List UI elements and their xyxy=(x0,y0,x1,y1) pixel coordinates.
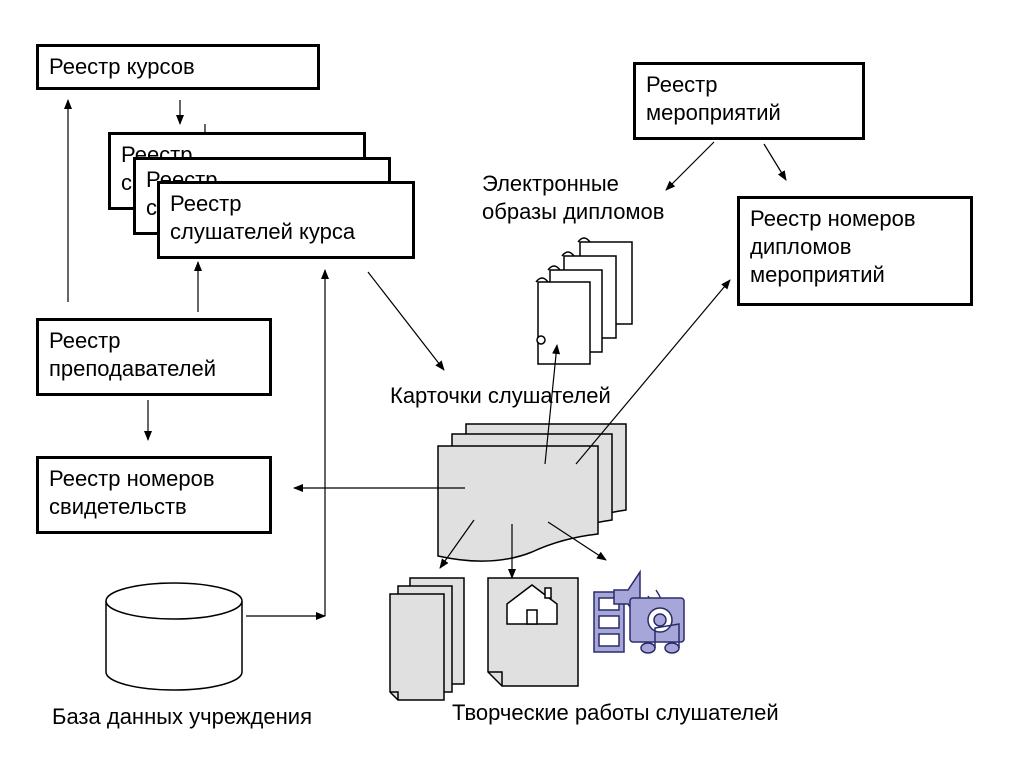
scroll-icon xyxy=(535,237,633,365)
document-stack-icon xyxy=(389,577,465,701)
label-electronic-diplomas: Электронные образы дипломов xyxy=(482,171,665,224)
registry-courses: Реестр курсов xyxy=(36,44,320,90)
document-stack-icon xyxy=(437,423,627,562)
label-creative-works: Творческие работы слушателей xyxy=(452,700,779,725)
registry-event-diploma-numbers: Реестр номеров дипломов мероприятий xyxy=(737,196,973,306)
multimedia-icon xyxy=(593,569,685,654)
registry-certificate-numbers: Реестр номеров свидетельств xyxy=(36,456,272,534)
label-institution-db: База данных учреждения xyxy=(52,704,312,729)
arrow-cards-to-multimedia xyxy=(547,521,607,561)
arrow-cards-to-diplomas xyxy=(544,344,561,465)
arrow-course-students-to-cards xyxy=(367,271,445,371)
database-icon xyxy=(105,582,243,691)
arrow-cards-to-diploma-numbers xyxy=(575,279,731,465)
arrow-events-to-diplomas xyxy=(665,141,715,191)
registry-course-students: Реестр слушателей курса xyxy=(157,181,415,259)
registry-events: Реестр мероприятий xyxy=(633,62,865,140)
arrow-cards-to-documents xyxy=(439,519,475,569)
registry-teachers: Реестр преподавателей xyxy=(36,318,272,396)
house-document-icon xyxy=(487,577,579,687)
label-student-cards: Карточки слушателей xyxy=(390,383,611,408)
arrow-events-to-diploma-numbers xyxy=(763,143,787,181)
